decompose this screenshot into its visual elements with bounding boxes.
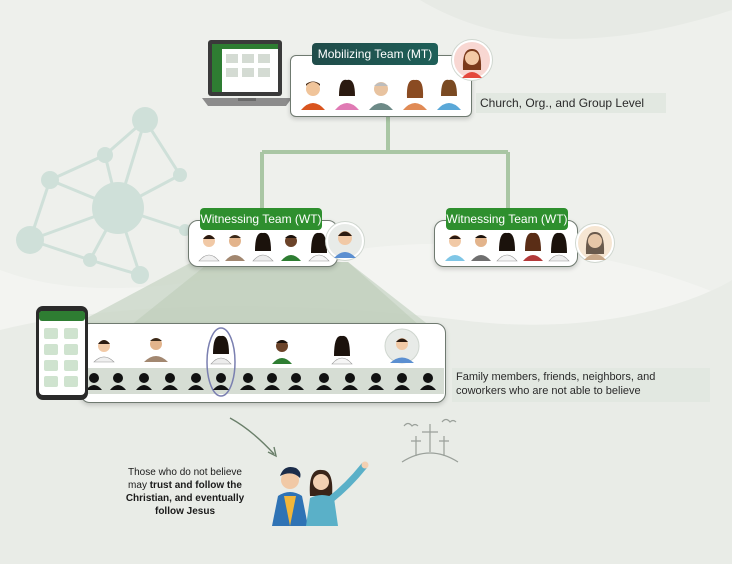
person-icon [334,231,356,258]
mobilizing-team-card [290,55,472,117]
person-icon [93,340,115,363]
level-label: Church, Org., and Group Level [476,93,666,113]
witnessing-team-left-title: Witnessing Team (WT) [200,208,322,230]
network-icon [16,107,191,284]
person-icon [548,232,570,262]
laptop-icon [202,40,292,106]
person-icon [462,48,482,78]
wt-right-members [445,232,570,262]
person-icon [390,338,414,363]
wt-left-members [198,232,330,262]
person-icon [403,79,427,110]
highlight-ellipse [206,327,236,397]
person-icon [210,335,232,365]
person-icon [198,235,220,262]
person-icon [225,235,245,261]
person-icon [523,232,543,261]
believers-illustration [272,461,369,526]
outcome-caption: Those who do not believe may trust and f… [110,466,260,518]
mt-members [301,79,461,110]
person-icon [331,335,353,365]
person-icon [252,232,274,262]
person-icon [306,461,369,526]
person-icon [496,232,518,262]
arrow-icon [229,417,278,458]
person-icon [281,235,301,261]
person-icon [144,338,168,362]
person-icon [445,235,465,261]
person-icon [584,231,606,260]
person-icon [308,232,330,262]
person-icon [272,467,308,526]
outcome-line4-bold: follow Jesus [154,506,215,517]
witnessing-team-right-title: Witnessing Team (WT) [446,208,568,230]
outcome-line1: Those who do not believe [128,467,242,478]
community-description-line1: Family members, friends, neighbors, and [456,371,656,383]
outcome-line2-bold: trust and follow the [149,480,242,491]
community-description: Family members, friends, neighbors, and … [452,368,710,402]
person-icon [471,235,491,261]
community-people [86,327,436,397]
person-icon [301,81,325,110]
outcome-line2-plain: may [128,480,150,491]
person-icon [272,340,292,364]
cross-hill-icon [401,418,459,463]
smartphone-icon [36,306,88,400]
person-icon [437,79,461,110]
wt-left-leader-avatar [326,222,364,260]
wt-right-leader-avatar [576,224,614,262]
community-description-line2: coworkers who are not able to believe [456,385,641,397]
person-icon [335,79,359,110]
unbeliever-silhouettes [86,373,436,390]
mobilizing-team-title: Mobilizing Team (MT) [312,43,438,65]
mt-leader-avatar [452,40,492,80]
outcome-line3-bold: Christian, and eventually [125,493,245,504]
person-icon [369,82,393,110]
